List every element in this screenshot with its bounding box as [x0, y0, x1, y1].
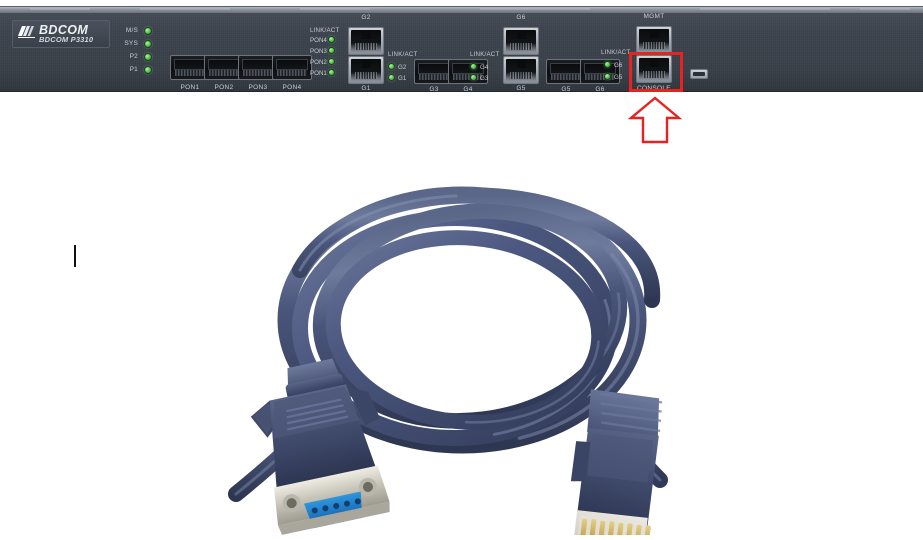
uplink-right-bottom-label: G5 — [516, 85, 526, 92]
uplink-port-g1[interactable] — [348, 56, 384, 84]
uplink-left-led-g1 — [388, 74, 395, 81]
console-callout-arrow — [627, 96, 683, 144]
uplink-left-led-g2 — [388, 63, 395, 70]
pon-port-4-label: PON4 — [282, 84, 302, 91]
status-led-p1-indicator — [144, 66, 152, 74]
uplink-right-linkact-title: LINK/ACT — [470, 51, 500, 58]
uplink-sfp-g4-label: G4 — [463, 86, 473, 93]
bdcom-logo-icon — [18, 26, 35, 38]
uplink-sfp-g3-label: G3 — [429, 86, 439, 93]
uplink-port-g5[interactable] — [503, 56, 539, 84]
db9-female-connector — [250, 358, 390, 535]
status-led-ms-label: M/S — [125, 27, 138, 34]
uplink-port-g6[interactable] — [503, 27, 539, 55]
pon-linkact-pon1-led — [328, 69, 335, 76]
chassis-top-rail — [0, 7, 923, 13]
uplink-right-led-g3-label: G3 — [480, 75, 489, 82]
console-port[interactable] — [636, 55, 672, 83]
uplink-right-led-g3 — [470, 74, 477, 81]
uplink-sfp-g4[interactable] — [448, 59, 488, 84]
uplink-sfp-g6[interactable] — [580, 59, 620, 84]
status-led-sys-indicator — [144, 40, 152, 48]
pon-port-1-label: PON1 — [180, 84, 200, 91]
pon-linkact-pon1-label: PON1 — [310, 70, 327, 77]
rj45-connector — [570, 389, 663, 540]
uplink-sfp-g6-label: G6 — [595, 86, 605, 93]
status-led-ms-indicator — [144, 27, 152, 35]
status-led-sys-label: SYS — [124, 40, 138, 47]
uplink-sfp-g5[interactable] — [546, 59, 586, 84]
mgmt-linkact-title: LINK/ACT — [601, 49, 631, 56]
pon-linkact-pon4-led — [328, 36, 335, 43]
uplink-port-g2[interactable] — [348, 27, 384, 55]
pon-port-4[interactable] — [272, 55, 312, 80]
mgmt-top-label: MGMT — [643, 13, 665, 20]
pon-port-2-label: PON2 — [214, 84, 234, 91]
uplink-left-bottom-label: G1 — [361, 85, 371, 92]
status-led-p2-indicator — [144, 53, 152, 61]
mgmt-led-g6 — [604, 61, 611, 68]
uplink-left-led-g1-label: G1 — [398, 75, 407, 82]
brand-logo-plate: BDCOM BDCOM P3310 — [12, 20, 110, 48]
model-label: BDCOM P3310 — [39, 35, 94, 44]
uplink-sfp-g5-label: G5 — [561, 86, 571, 93]
status-led-ms: M/S — [112, 27, 152, 35]
uplink-right-led-g4-label: G4 — [480, 64, 489, 71]
status-led-sys: SYS — [112, 40, 152, 48]
console-highlight-box — [629, 52, 683, 92]
status-led-p1: P1 — [112, 66, 152, 74]
pon-port-3-label: PON3 — [248, 84, 268, 91]
mgmt-led-g5 — [604, 73, 611, 80]
status-led-p2: P2 — [112, 53, 152, 61]
mgmt-port[interactable] — [636, 26, 672, 54]
text-caret — [74, 245, 76, 267]
cable-coil — [228, 186, 668, 502]
pon-linkact-pon3-label: PON3 — [310, 48, 327, 55]
uplink-right-led-g4 — [470, 63, 477, 70]
bdcom-p3310-device: BDCOM BDCOM P3310 M/S SYS P2 P1 PON1 PON… — [0, 6, 923, 93]
pon-port-3[interactable] — [238, 55, 278, 80]
uplink-sfp-g3[interactable] — [414, 59, 454, 84]
status-led-p2-label: P2 — [129, 53, 138, 60]
console-cable-illustration — [0, 150, 923, 540]
pon-linkact-pon4-label: PON4 — [310, 37, 327, 44]
pon-linkact-title: LINK/ACT — [310, 27, 340, 34]
status-led-p1-label: P1 — [129, 66, 138, 73]
brand-name: BDCOM — [39, 23, 89, 37]
mgmt-led-g6-label: G6 — [614, 62, 623, 69]
mini-usb-port[interactable] — [690, 69, 708, 79]
pon-linkact-pon2-led — [328, 58, 335, 65]
uplink-left-top-label: G2 — [361, 14, 371, 21]
uplink-left-linkact-title: LINK/ACT — [388, 51, 418, 58]
uplink-left-led-g2-label: G2 — [398, 64, 407, 71]
uplink-right-top-label: G6 — [516, 14, 526, 21]
mgmt-led-g5-label: G5 — [614, 74, 623, 81]
pon-linkact-pon3-led — [328, 47, 335, 54]
console-port-label: CONSOLE — [637, 85, 671, 92]
pon-linkact-pon2-label: PON2 — [310, 59, 327, 66]
